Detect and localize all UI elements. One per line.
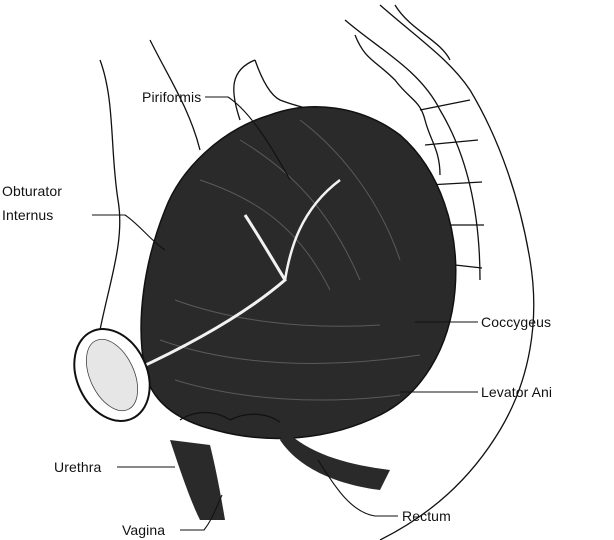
- label-levator-ani: Levator Ani: [481, 384, 552, 400]
- label-obturator-line2: Internus: [2, 207, 53, 223]
- label-piriformis: Piriformis: [142, 89, 201, 105]
- muscle-mass: [141, 107, 456, 439]
- label-rectum: Rectum: [402, 508, 451, 524]
- label-obturator-line1: Obturator: [2, 183, 62, 199]
- label-urethra: Urethra: [54, 459, 101, 475]
- lower-tissue: [170, 430, 390, 520]
- label-vagina: Vagina: [122, 522, 165, 538]
- label-coccygeus: Coccygeus: [481, 314, 551, 330]
